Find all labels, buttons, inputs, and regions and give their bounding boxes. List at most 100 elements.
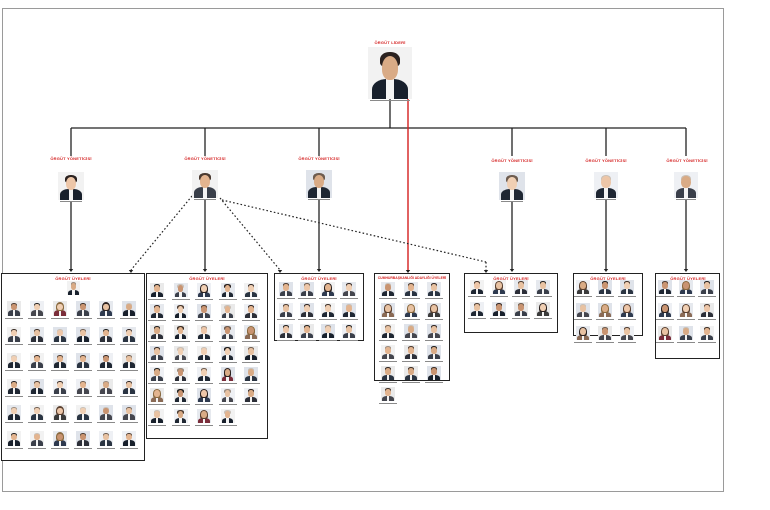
member-name-caption [148,362,166,363]
member-group-title: ÖRGÜT ÜYELERİ [55,276,91,281]
member-photo [279,324,293,338]
member-photo [321,324,335,338]
member-photo [197,283,211,297]
member-photo [7,301,21,316]
member-photo [122,301,136,316]
member-photo [150,367,164,381]
member-name-caption [534,296,552,297]
member-photo [244,325,258,339]
member-name-caption [425,382,443,383]
member-photo [279,303,293,317]
member-name-caption [596,342,614,343]
member-name-caption [195,404,213,405]
member-photo [427,324,441,338]
member-photo [197,304,211,318]
member-name-caption [574,296,592,297]
member-photo [492,302,506,316]
member-name-caption [171,341,190,342]
member-name-caption [120,448,138,449]
dotted-link-line [221,199,487,263]
member-photo [53,379,67,394]
member-photo [7,431,21,446]
member-name-caption [171,362,190,363]
member-photo [76,431,90,446]
member-name-caption [298,340,316,341]
member-photo [244,283,258,297]
member-name-caption [677,296,695,297]
group-arrowhead [683,269,689,272]
member-photo [53,405,67,420]
member-photo [173,325,188,339]
member-name-caption [656,296,674,297]
member-photo [576,280,590,294]
member-name-caption [195,425,213,426]
member-photo [197,409,211,423]
member-name-caption [340,319,358,320]
member-photo [122,353,136,368]
member-photo [244,388,258,402]
dotted-arrowhead [483,270,489,273]
highlight-arrowhead [405,270,411,273]
member-name-caption [468,318,486,319]
member-name-caption [379,361,397,362]
member-name-caption [51,318,69,319]
member-photo [427,303,441,317]
member-photo [470,302,484,316]
member-name-caption [5,422,23,423]
member-photo [279,282,293,296]
member-name-caption [340,340,358,341]
member-photo [122,327,136,342]
member-photo [30,353,44,368]
member-name-caption [28,370,46,371]
member-name-caption [5,370,23,371]
member-photo [700,280,714,294]
member-name-caption [28,344,46,345]
member-group-box [1,273,145,461]
member-name-caption [171,383,190,384]
member-photo [122,431,136,446]
member-name-caption [379,340,397,341]
member-name-caption [242,299,260,300]
member-photo [76,379,90,394]
member-name-caption [319,319,337,320]
member-group-title: ÖRGÜT ÜYELERİ [493,276,529,281]
member-name-caption [28,396,46,397]
member-photo [244,367,258,381]
member-photo [404,366,418,380]
person-name-caption [501,201,523,202]
member-photo [679,303,693,317]
manager-title: ÖRGÜT YÖNETİCİSİ [184,156,226,161]
member-photo [404,303,418,317]
person-name-caption [676,199,696,200]
member-name-caption [97,318,115,319]
manager-photo [58,172,84,200]
member-photo [598,280,612,294]
member-photo [197,325,211,339]
member-photo [404,324,418,338]
member-photo [321,303,335,317]
member-photo [300,282,314,296]
member-group-title: ÖRGÜT ÜYELERİ [301,276,337,281]
member-photo [220,367,235,381]
member-photo [381,303,395,317]
member-name-caption [5,396,23,397]
member-name-caption [574,319,592,320]
member-name-caption [120,396,138,397]
member-photo [150,283,164,297]
manager-photo [499,172,525,200]
member-name-caption [120,344,138,345]
member-photo [514,302,528,316]
manager-title: ÖRGÜT YÖNETİCİSİ [666,158,708,163]
member-name-caption [698,296,716,297]
member-name-caption [402,361,420,362]
member-name-caption [120,370,138,371]
member-name-caption [468,296,486,297]
member-photo [620,280,634,294]
member-name-caption [97,344,115,345]
member-photo [30,301,44,316]
manager-photo [674,172,698,198]
member-name-caption [534,318,552,319]
member-photo [220,388,235,402]
member-name-caption [402,382,420,383]
